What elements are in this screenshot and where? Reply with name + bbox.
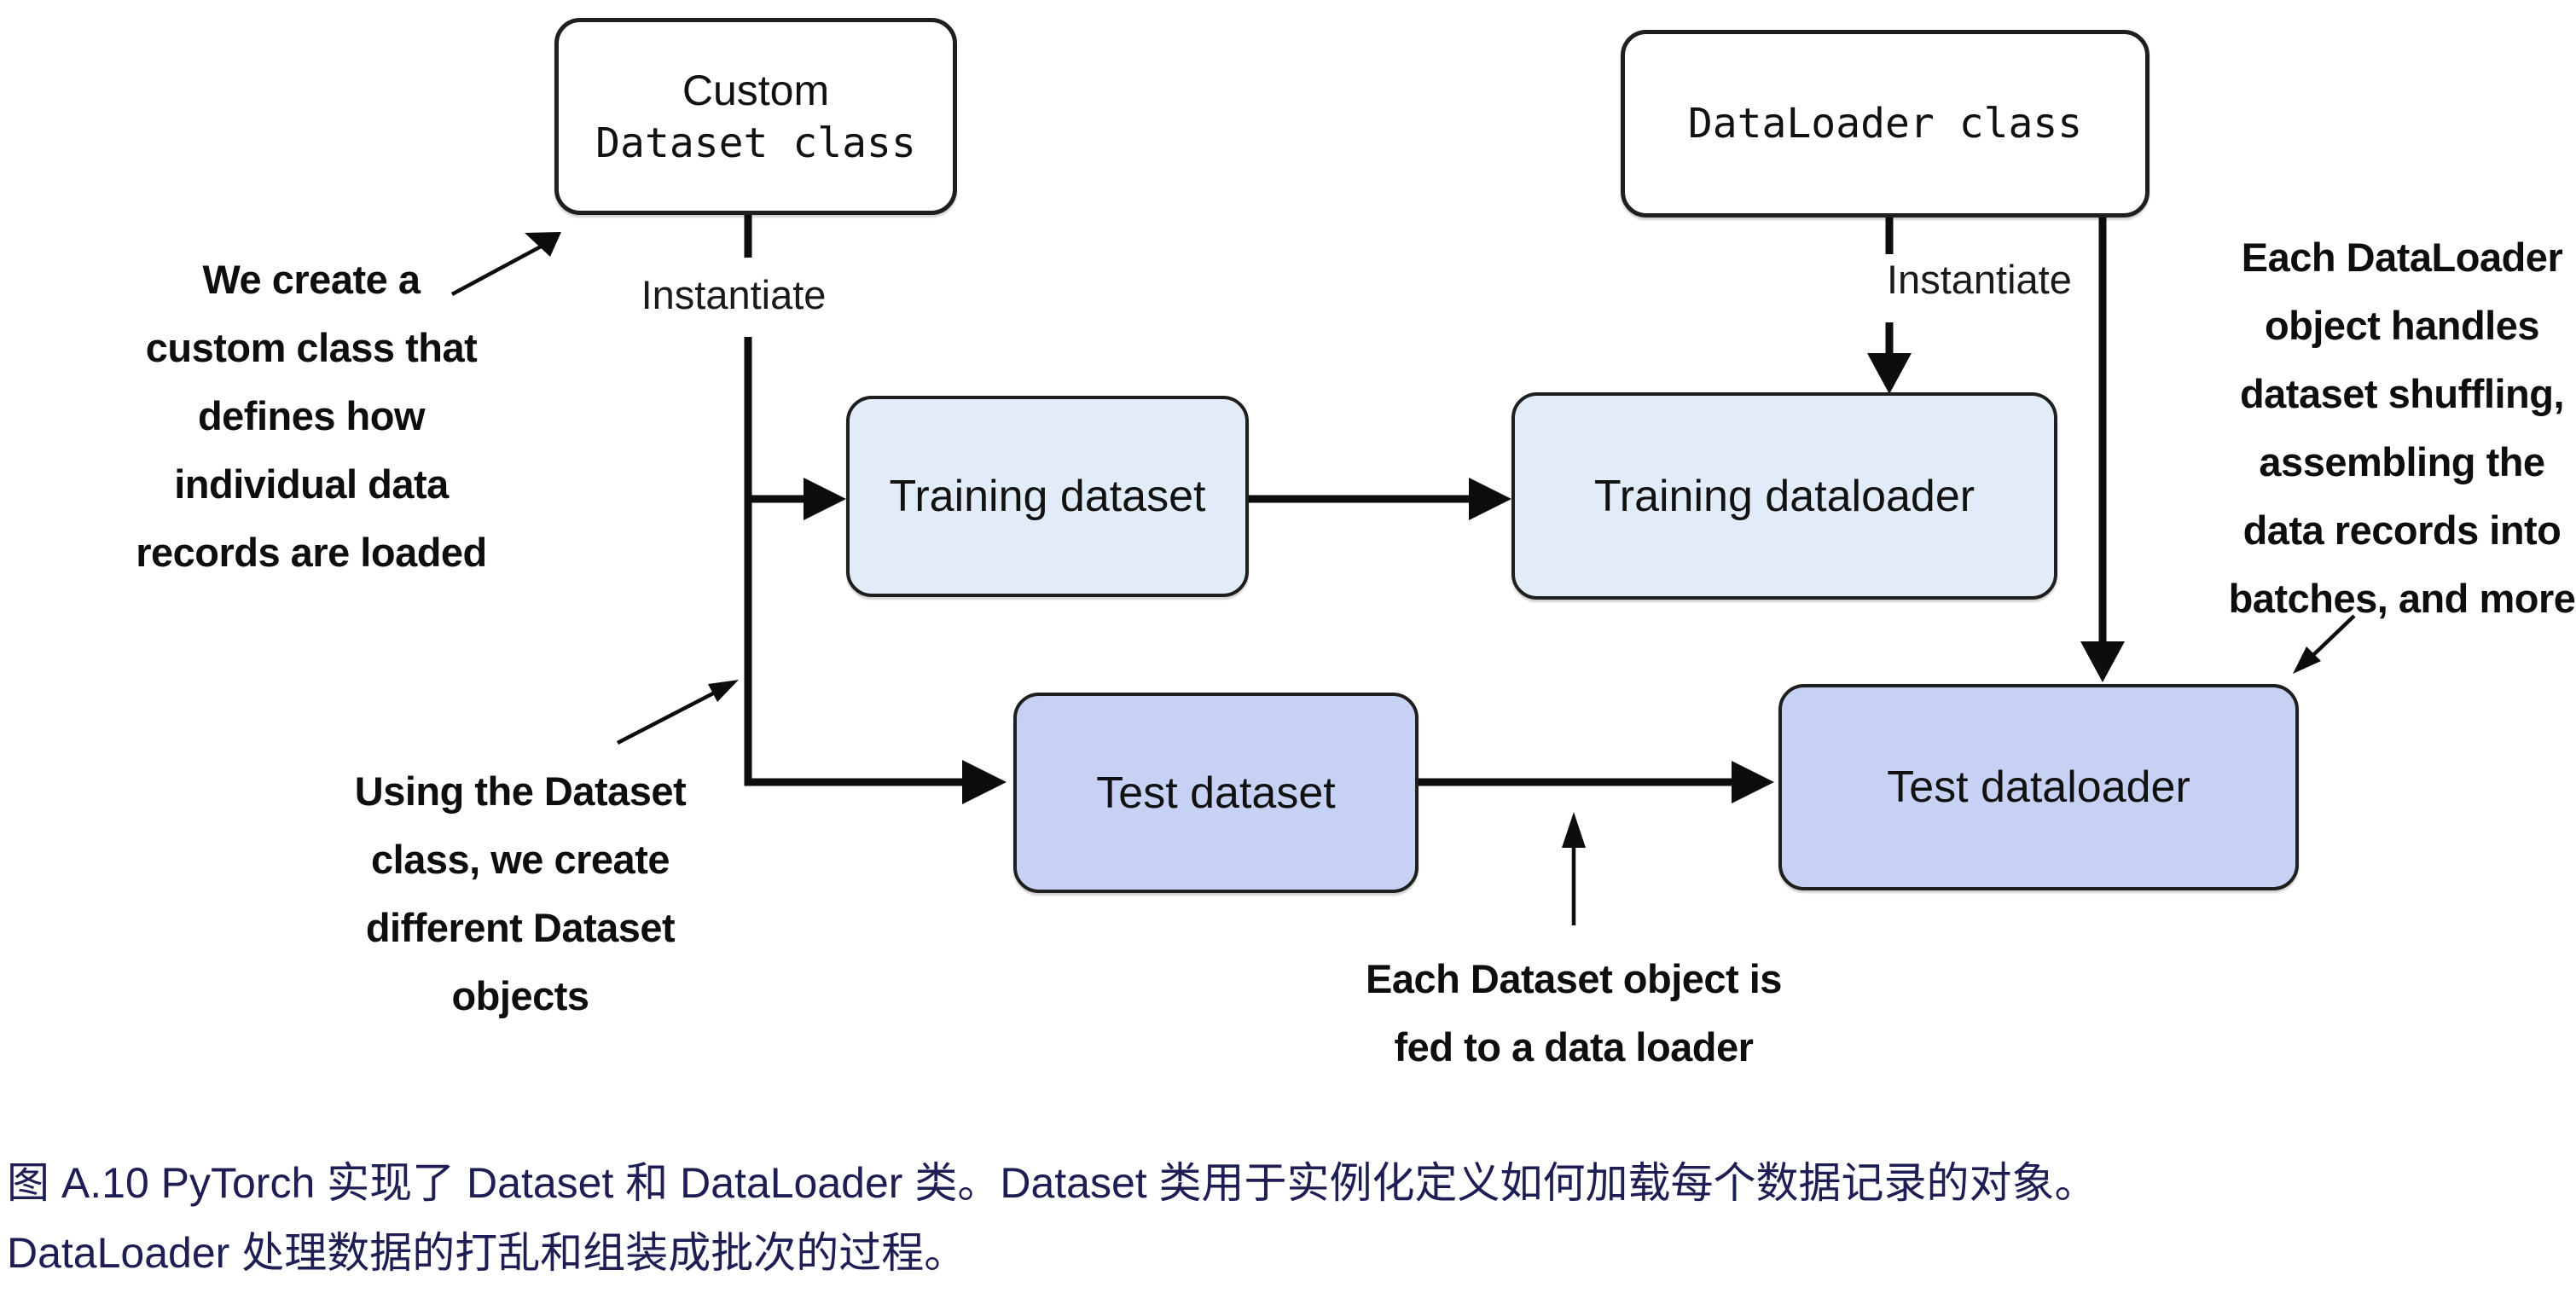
arrowhead-pointer-create-custom-class bbox=[525, 232, 561, 257]
node-training-dataloader: Training dataloader bbox=[1511, 392, 2057, 600]
arrowhead-into-testdataset bbox=[962, 760, 1007, 804]
custom-dataset-class-line1: Custom bbox=[682, 66, 830, 114]
test-dataset-label: Test dataset bbox=[1096, 768, 1336, 818]
node-dataloader-class: DataLoader class bbox=[1621, 30, 2150, 217]
instantiate-label-left: Instantiate bbox=[641, 272, 827, 317]
dataloader-class-label: DataLoader class bbox=[1687, 100, 2083, 148]
figure-caption-line-1: 图 A.10 PyTorch 实现了 Dataset 和 DataLoader … bbox=[7, 1159, 2097, 1207]
arrowhead-instantiate-right-down bbox=[2080, 641, 2125, 682]
edge-custom-to-testdataset bbox=[744, 337, 962, 786]
arrowhead-pointer-each-dataloader bbox=[2293, 646, 2321, 674]
figure-caption-line-2: DataLoader 处理数据的打乱和组装成批次的过程。 bbox=[7, 1229, 967, 1277]
pointer-each-dataloader bbox=[2312, 614, 2356, 657]
custom-dataset-class-line2: Dataset class bbox=[595, 119, 916, 167]
arrowhead-pointer-using-dataset-class bbox=[708, 680, 739, 702]
node-test-dataset: Test dataset bbox=[1013, 693, 1419, 893]
annotation-create-custom-class: We create a custom class that defines ho… bbox=[136, 257, 487, 575]
arrowhead-into-trainingdataset bbox=[804, 478, 846, 520]
training-dataloader-label: Training dataloader bbox=[1593, 471, 1976, 521]
arrowhead-instantiate-left-down bbox=[1867, 353, 1912, 394]
pointer-create-custom-class bbox=[450, 244, 544, 296]
node-training-dataset: Training dataset bbox=[846, 396, 1249, 597]
arrowhead-into-testdataloader bbox=[1732, 761, 1774, 803]
training-dataset-label: Training dataset bbox=[889, 472, 1206, 521]
node-custom-dataset-class: Custom Dataset class bbox=[554, 18, 957, 215]
annotation-each-dataset-fed: Each Dataset object is fed to a data loa… bbox=[1366, 956, 1782, 1070]
annotation-each-dataloader: Each DataLoader object handles dataset s… bbox=[2228, 235, 2576, 621]
node-test-dataloader: Test dataloader bbox=[1778, 684, 2299, 890]
pointer-using-dataset-class bbox=[616, 691, 717, 745]
instantiate-label-right: Instantiate bbox=[1887, 257, 2072, 302]
arrowhead-pointer-each-dataset-fed bbox=[1562, 812, 1586, 848]
test-dataloader-label: Test dataloader bbox=[1887, 762, 2190, 812]
figure-caption: 图 A.10 PyTorch 实现了 Dataset 和 DataLoader … bbox=[7, 1148, 2569, 1288]
annotation-using-dataset-class: Using the Dataset class, we create diffe… bbox=[354, 768, 687, 1018]
arrowhead-into-trainingdataloader bbox=[1469, 478, 1511, 520]
